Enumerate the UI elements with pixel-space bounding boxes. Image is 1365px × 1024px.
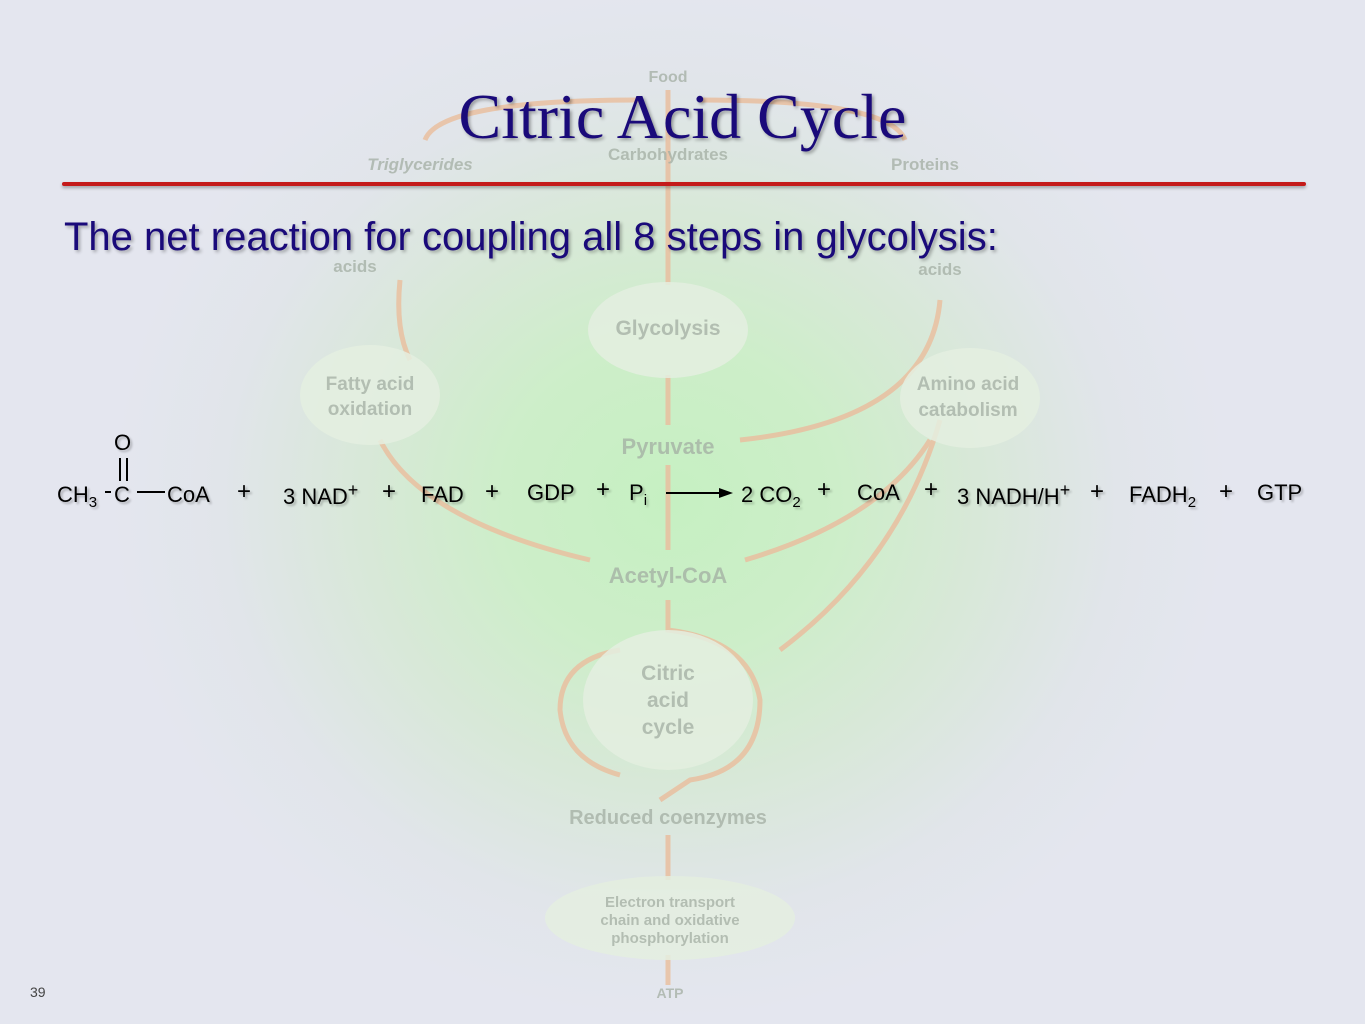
arrow-amino-acid-to-cycle [778,419,943,652]
nad-plus: 3 NAD+ [283,480,359,509]
diagram-label-chain-oxidative: chain and oxidative [600,912,739,929]
carbonyl-oxygen: O [114,430,132,455]
diagram-label-atp: ATP [657,985,684,1001]
diagram-label-fatty-acid: Fatty acid [326,374,415,395]
fadh2: FADH2 [1129,482,1197,511]
diagram-label-proteins: Proteins [891,155,959,174]
diagram-label-acetyl-coa: Acetyl-CoA [609,563,728,588]
plus-sign: + [1219,478,1234,505]
glycolysis-ellipse [588,282,748,378]
title-underline [62,182,1306,186]
diagram-label-food: Food [648,69,687,86]
diagram-label-cycle: cycle [642,716,695,739]
methyl-group: CH3 [57,482,98,511]
gtp: GTP [1257,480,1303,505]
coa: CoA [857,480,900,505]
diagram-label-catabolism: catabolism [918,400,1017,421]
arrow-amino-acid-to-acetyl-coa [744,438,933,563]
gdp: GDP [527,480,575,505]
citric-cycle-ellipse [583,630,753,770]
amino-acid-ellipse [900,348,1040,448]
plus-sign: + [596,476,611,503]
diagram-label-citric: Citric [641,662,695,685]
carbon-dioxide: 2 CO2 [741,482,801,511]
etc-ellipse [545,876,795,960]
diagram-label-electron-transport: Electron transport [605,894,735,911]
diagram-label-triglycerides: Triglycerides [367,155,473,174]
carbonyl-carbon: C [114,482,130,507]
diagram-label-phosphorylation: phosphorylation [611,930,729,947]
diagram-label-pyruvate: Pyruvate [622,434,715,459]
acetyl-coa-label: CoA [167,482,210,507]
diagram-label-carbohydrates: Carbohydrates [608,145,728,164]
slide-subtitle: The net reaction for coupling all 8 step… [64,215,998,259]
plus-sign: + [817,476,832,503]
diagram-label-glycolysis: Glycolysis [615,317,720,340]
diagram-label-reduced-coenzymes: Reduced coenzymes [569,807,767,829]
diagram-label-oxidation: oxidation [328,399,412,420]
diagram-label-acids-left: acids [333,257,376,276]
plus-sign: + [924,476,939,503]
arrow-food-to-triglycerides [422,97,641,142]
plus-sign: + [1090,478,1105,505]
diagram-label-amino-acid: Amino acid [917,374,1019,395]
diagram-label-acids-right: acids [918,260,961,279]
plus-sign: + [485,478,500,505]
slide-title: Citric Acid Cycle [458,81,907,152]
cycle-arc [557,647,621,778]
arrow-to-pyruvate [739,299,943,443]
plus-sign: + [237,478,252,505]
plus-sign: + [382,478,397,505]
arrow-fatty-acid-to-acetyl-coa [377,438,591,563]
nadh-h-plus: 3 NADH/H+ [957,480,1071,509]
inorganic-phosphate: Pi [629,480,648,509]
page-number: 39 [30,984,46,1000]
reaction-arrow-head [719,488,733,498]
fatty-acid-ellipse [300,345,440,445]
fad: FAD [421,482,464,507]
arrow-food-to-proteins [699,97,908,142]
diagram-label-acid: acid [647,689,689,712]
